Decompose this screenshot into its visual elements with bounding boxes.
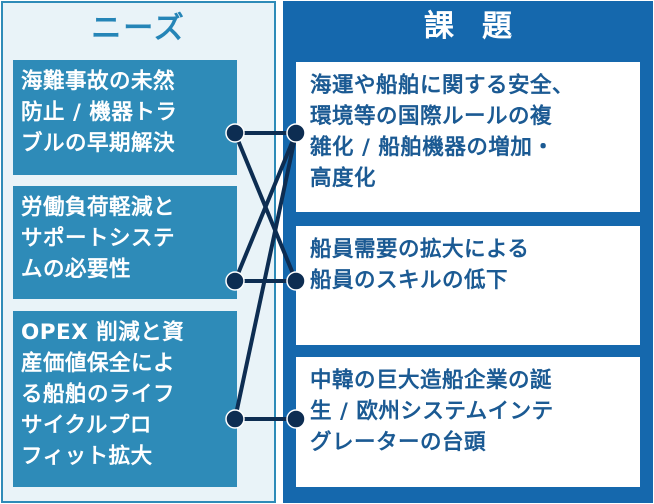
issue-item-crew-skill-decline: 船員需要の拡大による 船員のスキルの低下: [296, 226, 640, 345]
needs-title: ニーズ: [91, 11, 186, 46]
issue-item-regulation-complexity: 海運や船舶に関する安全、 環境等の国際ルールの複 雑化 / 船舶機器の増加・ 高…: [296, 62, 640, 212]
issues-title: 課題: [424, 9, 540, 44]
need-item-accident-prevention: 海難事故の未然 防止 / 機器トラ ブルの早期解決: [13, 60, 237, 175]
need-item-workload-reduction: 労働負荷軽減と サポートシステ ムの必要性: [13, 186, 237, 299]
issue-item-shipbuilding-competition: 中韓の巨大造船企業の誕 生 / 欧州システムインテ グレーターの台頭: [296, 357, 640, 487]
need-item-opex-reduction: OPEX 削減と資 産価値保全によ る船舶のライフ サイクルプロ フィット拡大: [13, 311, 237, 487]
